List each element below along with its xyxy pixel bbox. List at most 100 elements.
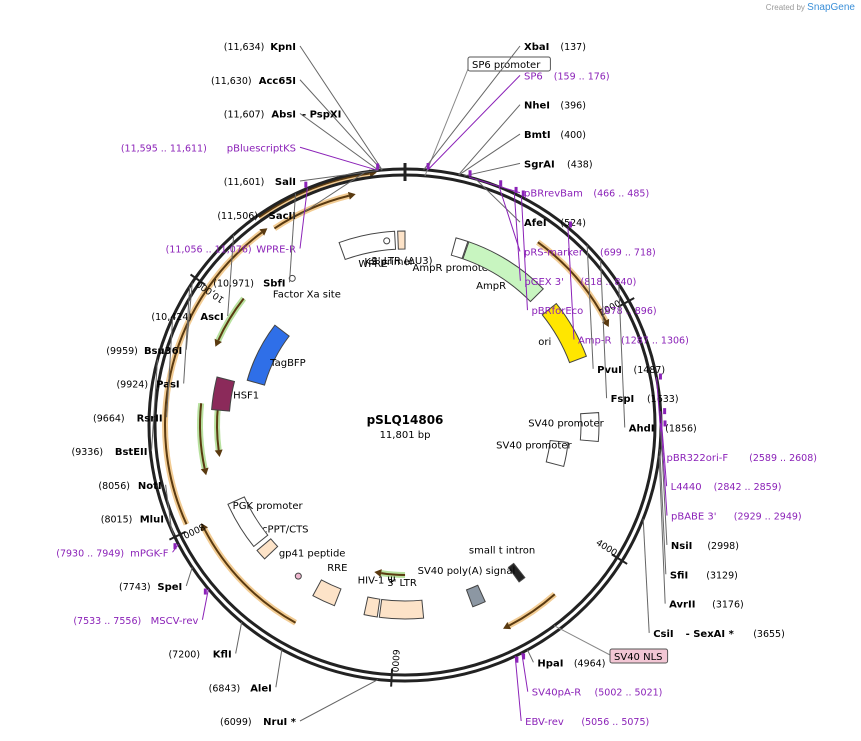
site-pasi[interactable]: PasI(9924) xyxy=(116,286,191,391)
site-sfii[interactable]: SfiI(3129) xyxy=(659,449,738,581)
site-position: (7533 .. 7556) xyxy=(73,616,141,627)
site-pbluescriptks[interactable]: pBluescriptKS(11,595 .. 11,611) xyxy=(121,143,380,171)
feature-ampr-promoter[interactable]: AmpR promoter xyxy=(413,237,493,274)
site-name: AleI xyxy=(250,683,272,694)
feature-3-ltr[interactable]: 3' LTR xyxy=(378,578,425,620)
feature-ori[interactable]: ori xyxy=(538,302,588,364)
feature-ampr[interactable]: AmpR xyxy=(462,241,544,303)
site-csii[interactable]: CsiI- SexAI *(3655) xyxy=(642,518,785,640)
site-pvui[interactable]: PvuI(1487) xyxy=(586,245,665,376)
boxed-label-sv40-nls[interactable]: SV40 NLS xyxy=(553,625,669,664)
leader-line xyxy=(475,178,521,223)
site-sacii[interactable]: SacII(11,506) xyxy=(217,171,366,222)
feature-shape xyxy=(338,230,397,261)
feature-tagbfp[interactable]: TagBFP xyxy=(246,324,306,386)
feature-label: cPPT/CTS xyxy=(262,525,308,536)
site-pbr322ori-f[interactable]: pBR322ori-F(2589 .. 2608) xyxy=(656,373,817,464)
site-ahdi[interactable]: AhdI(1856) xyxy=(618,284,697,435)
feature-wpre[interactable]: WPRE xyxy=(338,230,397,270)
site-noti[interactable]: NotI(8056) xyxy=(98,481,173,531)
site-hpai[interactable]: HpaI(4964) xyxy=(526,649,605,669)
site-nrui[interactable]: NruI *(6099) xyxy=(220,679,379,728)
feature-hiv-1[interactable]: HIV-1 Ψ xyxy=(358,575,396,618)
site-position: (7200) xyxy=(168,650,200,661)
primer-mark xyxy=(499,180,503,187)
site-position: (6099) xyxy=(220,717,252,728)
site-pbrrevbam[interactable]: pBRrevBam(466 .. 485) xyxy=(468,170,650,200)
site-position: (11,506) xyxy=(217,211,258,222)
feature-shape xyxy=(450,237,469,260)
site-name: AscI xyxy=(200,312,223,323)
feature-small-t-intron[interactable]: small t intron xyxy=(469,545,535,583)
site-name: WPRE-R xyxy=(256,245,296,256)
primer-mark xyxy=(658,373,662,380)
site-mscv-rev[interactable]: MSCV-rev(7533 .. 7556) xyxy=(73,588,209,627)
site-spei[interactable]: SpeI(7743) xyxy=(119,567,193,593)
site-sgrai[interactable]: SgrAI(438) xyxy=(464,159,593,177)
site-position: (2998) xyxy=(707,541,739,552)
site-name: Bsu36I xyxy=(144,346,182,357)
site-nsii[interactable]: NsiI(2998) xyxy=(660,431,739,552)
site-name: SalI xyxy=(275,177,296,188)
feature-cppt-cts[interactable]: cPPT/CTS xyxy=(256,525,309,560)
site-avrii[interactable]: AvrII(3176) xyxy=(658,455,744,611)
site-sbfi[interactable]: SbfI(10,971) xyxy=(213,193,297,290)
site-pgex-3[interactable]: pGEX 3'(818 .. 840) xyxy=(513,186,636,288)
site-name: AfeI xyxy=(524,218,547,229)
site-name: BstEII xyxy=(115,447,148,458)
site-l4440[interactable]: L4440(2842 .. 2859) xyxy=(660,408,782,493)
site-absi[interactable]: AbsI(11,607)- PspXI xyxy=(224,110,379,171)
feature-3-ltr-u3[interactable]: 3' LTR (ΔU3) xyxy=(371,230,433,267)
site-rsrii[interactable]: RsrII(9664) xyxy=(93,317,174,425)
feature-shape xyxy=(545,439,569,468)
feature-rre[interactable]: RRE xyxy=(312,563,348,607)
site-bsteii[interactable]: BstEII(9336) xyxy=(72,359,158,458)
site-ebv-rev[interactable]: EBV-rev(5056 .. 5075) xyxy=(514,656,649,728)
site-afei[interactable]: AfeI(524) xyxy=(475,178,586,229)
orf-arrowhead xyxy=(503,621,512,630)
feature-pgk-promoter[interactable]: PGK promoter xyxy=(227,496,304,548)
site-mpgk-f[interactable]: mPGK-F(7930 .. 7949) xyxy=(56,543,179,559)
site-alei[interactable]: AleI(6843) xyxy=(209,649,283,694)
feature-hsf1[interactable]: HSF1 xyxy=(211,376,260,412)
feature-label: TagBFP xyxy=(269,358,306,369)
site-asci[interactable]: AscI(10,424) xyxy=(151,234,235,323)
site-bsu36i[interactable]: Bsu36I(9959) xyxy=(106,282,193,357)
leader-line xyxy=(299,171,366,216)
site-kfli[interactable]: KflI(7200) xyxy=(168,622,243,661)
primer-mark xyxy=(663,408,667,415)
leader-line xyxy=(600,259,608,399)
site-mlui[interactable]: MluI(8015) xyxy=(101,515,175,536)
feature-factor-xa-site[interactable]: Factor Xa site xyxy=(273,274,341,300)
plasmid-length: 11,801 bp xyxy=(380,430,431,441)
site-name: SpeI xyxy=(157,582,182,593)
site-xbai[interactable]: XbaI(137) xyxy=(423,42,586,170)
site-sp6[interactable]: SP6(159 .. 176) xyxy=(426,71,610,171)
site-amp-r[interactable]: Amp-R(1287 .. 1306) xyxy=(567,221,689,346)
site-sv40pa-r[interactable]: SV40pA-R(5002 .. 5021) xyxy=(521,652,663,699)
site-bmti[interactable]: BmtI(400) xyxy=(458,130,586,176)
feature-label: small t intron xyxy=(469,545,535,556)
boxed-label-sp6-promoter[interactable]: SP6 promoter xyxy=(424,56,551,176)
feature-sv40-promoter[interactable]: SV40 promoter xyxy=(528,412,605,443)
site-pbabe-3[interactable]: pBABE 3'(2929 .. 2949) xyxy=(660,420,802,523)
site-pbrforeco[interactable]: pBRforEco(878 .. 896) xyxy=(520,190,657,317)
feature-gp41-peptide[interactable]: gp41 peptide xyxy=(279,549,346,580)
site-nhei[interactable]: NheI(396) xyxy=(458,101,586,175)
site-prs-marker[interactable]: pRS-marker(699 .. 718) xyxy=(498,180,656,258)
feature-ks-primer[interactable]: KS primer xyxy=(364,237,415,268)
feature-shape xyxy=(312,579,342,607)
leader-line xyxy=(468,176,521,194)
feature-sv40-poly-a-signal[interactable]: SV40 poly(A) signal xyxy=(418,566,516,608)
site-position: (3655) xyxy=(753,629,785,640)
leader-line xyxy=(167,518,175,536)
site-name: SfiI xyxy=(670,570,688,581)
site-acc65i[interactable]: Acc65I(11,630) xyxy=(211,76,383,171)
site-fspi[interactable]: FspI(1633) xyxy=(600,259,679,405)
orf-arc xyxy=(217,297,245,341)
ruler-tick xyxy=(189,273,206,286)
site-wpre-r[interactable]: WPRE-R(11,056 .. 11,076) xyxy=(166,181,308,256)
site-kpni[interactable]: KpnI(11,634) xyxy=(224,42,383,171)
leader-line xyxy=(498,186,521,252)
feature-sv40-promoter[interactable]: SV40 promoter xyxy=(496,439,572,468)
